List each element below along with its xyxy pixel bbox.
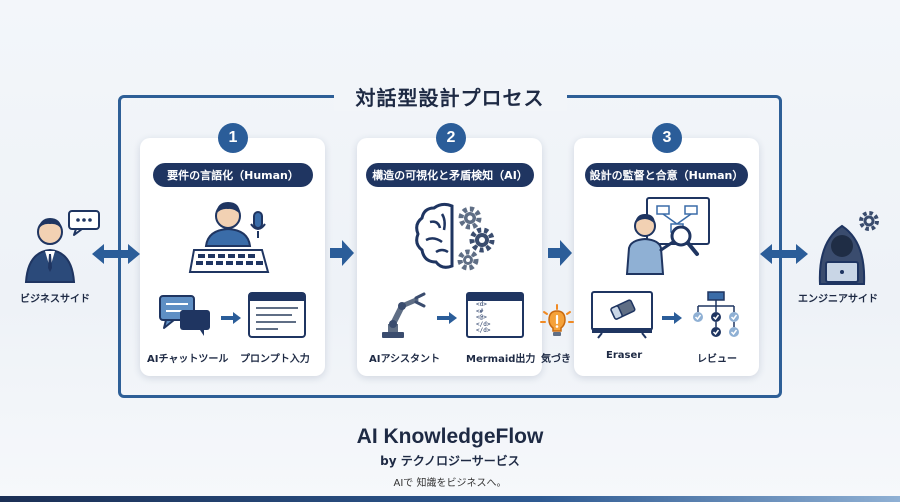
gear-icon	[859, 211, 879, 231]
arrow-step1-to-step2	[330, 240, 354, 266]
brand-by-line: by テクノロジーサービス	[380, 454, 520, 468]
chat-tool-icon	[159, 295, 210, 336]
engineer-icon	[818, 224, 866, 285]
mermaid-code-window: <d> <# <@> </d> </d>	[466, 292, 524, 338]
tool-label-ai-assistant: AIアシスタント	[369, 354, 441, 365]
step-number-2: 2	[436, 123, 466, 153]
arrow-step2-to-step3	[548, 240, 572, 266]
prompt-window-icon	[248, 292, 306, 338]
code-line: </d>	[476, 327, 491, 335]
brand-tagline: AIで 知識をビジネスへ。	[393, 478, 507, 489]
right-double-arrow	[760, 244, 808, 264]
business-side-label: ビジネスサイド	[20, 294, 90, 305]
businessman-icon	[24, 218, 76, 283]
step-number-1: 1	[218, 123, 248, 153]
step-title-3: 設計の監督と合意（Human）	[585, 163, 748, 187]
process-title-wrap: 対話型設計プロセス	[0, 82, 900, 111]
tool-label-ai-chat: AIチャットツール	[147, 354, 229, 365]
person-keyboard-icon	[188, 202, 270, 273]
presenter-magnifier-icon	[625, 197, 710, 275]
step-title-1: 要件の言語化（Human）	[153, 163, 313, 187]
brand-name: AI KnowledgeFlow	[356, 425, 544, 448]
eraser-board-icon	[591, 291, 653, 339]
arrow-small-2	[437, 312, 457, 324]
process-title: 対話型設計プロセス	[333, 82, 567, 111]
tool-label-prompt: プロンプト入力	[240, 354, 310, 365]
code-line: </d>	[476, 320, 491, 328]
code-line: <#	[476, 307, 484, 315]
insight-label: 気づき	[541, 354, 571, 365]
brain-gears-icon	[415, 202, 495, 271]
tool-label-eraser: Eraser	[606, 350, 643, 361]
lightbulb-icon	[540, 304, 574, 336]
code-line: <d>	[476, 301, 487, 308]
left-double-arrow	[92, 244, 140, 264]
step-title-2: 構造の可視化と矛盾検知（AI）	[366, 163, 534, 187]
review-tree-icon	[693, 291, 739, 337]
engineer-side-label: エンジニアサイド	[798, 294, 878, 305]
step-number-3: 3	[652, 123, 682, 153]
robot-arm-icon	[382, 292, 426, 338]
bottom-accent-bar	[0, 496, 900, 502]
arrow-small-1	[221, 312, 241, 324]
tool-label-mermaid: Mermaid出力	[466, 354, 536, 365]
arrow-small-3	[662, 312, 682, 324]
code-line: <@>	[476, 314, 487, 322]
speech-bubble-icon	[68, 210, 100, 236]
tool-label-review: レビュー	[697, 354, 737, 365]
